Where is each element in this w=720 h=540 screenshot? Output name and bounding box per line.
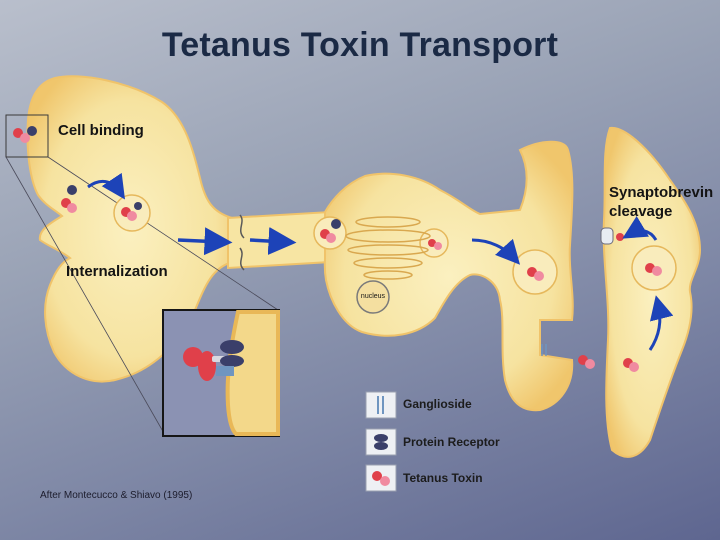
arrow-target-up (648, 295, 674, 351)
toxin-synapse-2 (623, 358, 639, 372)
label-synaptobrevin-line1: Synaptobrevin (609, 184, 714, 201)
middle-neuron-body (323, 140, 574, 412)
nucleus (356, 280, 390, 314)
inset-receptor-bottom (220, 355, 244, 367)
legend-ganglioside-label: Ganglioside (403, 397, 472, 411)
label-synaptobrevin-line2: cleavage (609, 203, 673, 220)
inset-toxin-left (183, 347, 203, 367)
toxin-vesicle-2 (320, 219, 341, 243)
inset-toxin-right (198, 351, 216, 381)
synapse-gangliosides (541, 344, 547, 356)
inset-membrane (225, 310, 280, 436)
legend-ganglioside-icon (365, 391, 397, 419)
label-nucleus: nucleus (360, 293, 386, 300)
inset-receptor-top (220, 340, 244, 354)
arrow-axon-left (177, 227, 233, 256)
zoom-line-top (47, 156, 279, 311)
toxin-vesicle-3 (428, 239, 442, 250)
legend-receptor-icon (365, 428, 397, 456)
toxin-synapse-1 (578, 355, 595, 369)
toxin-vesicle-1 (121, 202, 142, 221)
inset-ganglioside (216, 366, 234, 376)
arrow-terminal (471, 238, 521, 265)
slide-title: Tetanus Toxin Transport (161, 26, 559, 64)
legend-toxin-label: Tetanus Toxin (403, 471, 483, 485)
legend-receptor-label: Protein Receptor (403, 435, 500, 449)
toxin-binding (61, 185, 77, 213)
legend-toxin-icon (365, 464, 397, 492)
vesicle-middle-left (313, 216, 347, 250)
arrow-axon-right (249, 227, 297, 256)
label-cell-binding: Cell binding (58, 122, 144, 139)
label-synaptobrevin-cleavage: Synaptobrevin cleavage (609, 183, 713, 221)
synaptobrevin-marker (600, 227, 614, 245)
zoom-source-box (5, 114, 49, 158)
zoom-line-bottom (5, 156, 166, 436)
axon-break-top (239, 214, 245, 239)
right-target-cell (602, 126, 702, 458)
toxin-zoom-box (13, 126, 37, 143)
toxin-vesicle-target (645, 263, 662, 276)
arrow-cleavage (622, 215, 658, 241)
label-internalization: Internalization (66, 263, 168, 280)
golgi-stack (345, 216, 431, 280)
toxin-vesicle-4 (527, 267, 544, 281)
arrow-internalization (87, 172, 125, 200)
axon-break-bottom (239, 247, 245, 271)
citation: After Montecucco & Shiavo (1995) (40, 490, 193, 501)
toxin-cleavage-dot (616, 233, 624, 241)
